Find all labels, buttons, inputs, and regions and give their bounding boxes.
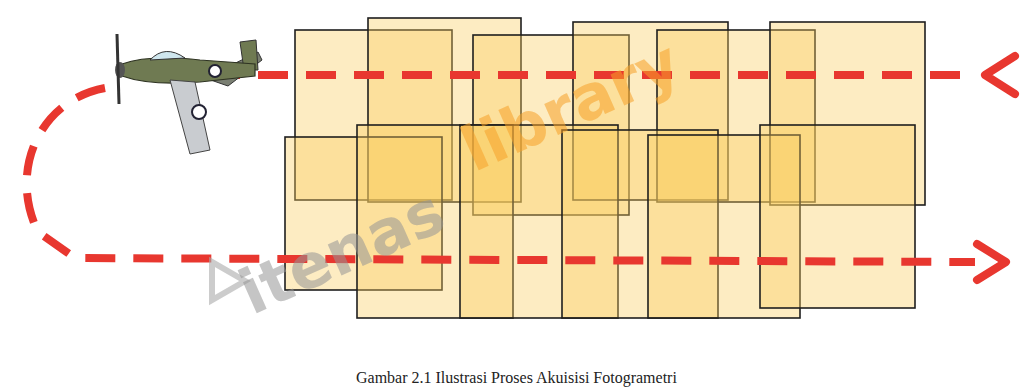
figure-caption: Gambar 2.1 Ilustrasi Proses Akuisisi Fot…	[356, 369, 677, 387]
aircraft	[115, 34, 262, 154]
